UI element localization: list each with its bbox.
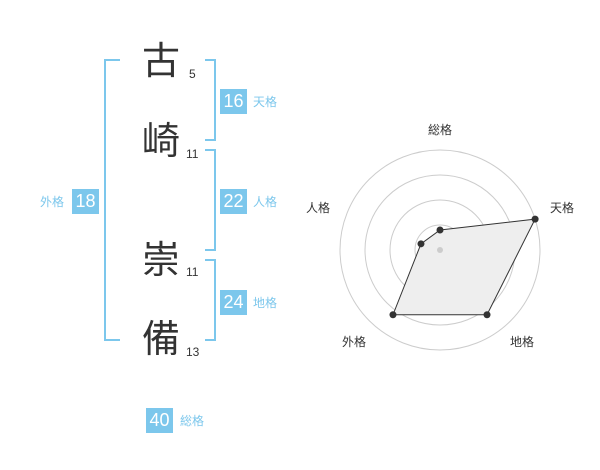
name-char-4: 備 bbox=[142, 317, 181, 361]
stroke-count-1: 5 bbox=[189, 67, 196, 81]
soukaku-label: 総格 bbox=[180, 414, 205, 428]
stroke-count-3: 11 bbox=[186, 265, 199, 279]
radar-point bbox=[417, 240, 425, 248]
radar-point bbox=[531, 215, 539, 223]
gaikaku-value: 18 bbox=[72, 189, 99, 214]
name-char-1: 古 bbox=[142, 39, 181, 83]
radar-points bbox=[389, 215, 539, 319]
chikaku-bracket bbox=[205, 259, 216, 341]
radar-chart: 総格 天格 地格 外格 人格 bbox=[306, 122, 574, 351]
jinkaku-label: 人格 bbox=[253, 195, 278, 209]
radar-center-dot bbox=[437, 247, 443, 253]
stroke-count-2: 11 bbox=[186, 147, 199, 161]
stroke-count-4: 13 bbox=[186, 345, 200, 359]
radar-axis-label-soukaku: 総格 bbox=[428, 122, 452, 137]
gaikaku-label: 外格 bbox=[40, 195, 65, 209]
radar-axis-label-tenkaku: 天格 bbox=[550, 200, 574, 215]
jinkaku-bracket bbox=[205, 149, 216, 251]
tenkaku-bracket bbox=[205, 59, 216, 141]
radar-axis-label-chikaku: 地格 bbox=[510, 334, 534, 349]
radar-ring bbox=[339, 149, 541, 351]
gaikaku-bracket bbox=[104, 59, 120, 341]
radar-area bbox=[392, 218, 536, 316]
chikaku-value: 24 bbox=[220, 290, 247, 315]
jinkaku-value: 22 bbox=[220, 189, 247, 214]
radar-point bbox=[389, 311, 397, 319]
tenkaku-label: 天格 bbox=[253, 95, 278, 109]
radar-axis-label-jinkaku: 人格 bbox=[306, 200, 330, 215]
radar-axis-label-gaikaku: 外格 bbox=[342, 334, 366, 349]
radar-point bbox=[436, 226, 444, 234]
radar-point bbox=[483, 311, 491, 319]
soukaku-value: 40 bbox=[146, 408, 173, 433]
name-char-2: 崎 bbox=[142, 119, 181, 163]
chikaku-label: 地格 bbox=[253, 296, 278, 310]
name-char-3: 崇 bbox=[142, 238, 181, 282]
tenkaku-value: 16 bbox=[220, 89, 247, 114]
